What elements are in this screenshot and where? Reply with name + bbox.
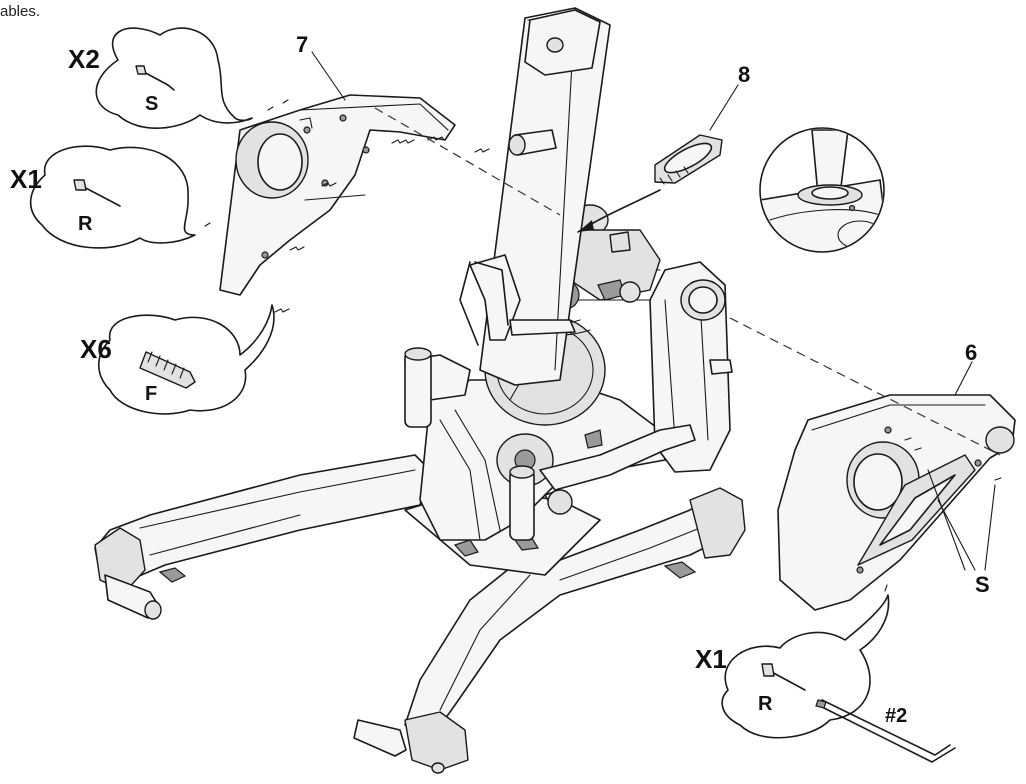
part-6-right-cover <box>777 361 1016 611</box>
qty-label-f: X6 <box>80 334 112 364</box>
part-7-left-cover <box>204 51 490 313</box>
callout-fastener-f <box>97 304 275 415</box>
callout-screw-s <box>95 27 253 129</box>
labels: ables. X2 S X1 R X6 F X1 R 7 8 6 S #2 <box>0 3 990 727</box>
base-frame <box>94 454 746 774</box>
qty-label-r-left: X1 <box>10 164 42 194</box>
part-8-grommet <box>577 84 739 233</box>
part-label-8: 8 <box>738 62 750 87</box>
letter-label-r-right: R <box>758 693 773 715</box>
part-label-6: 6 <box>965 340 977 365</box>
header-fragment: ables. <box>0 3 40 20</box>
letter-label-s: S <box>145 93 158 115</box>
letter-label-r-left: R <box>78 213 93 235</box>
callout-screw-r-left <box>29 145 196 249</box>
part-label-7: 7 <box>296 32 308 57</box>
qty-label-r-right: X1 <box>695 644 727 674</box>
alignment-lines <box>374 107 1001 456</box>
letter-label-f: F <box>145 383 157 405</box>
callout-screw-r-right <box>721 594 956 763</box>
screws-s-label: S <box>975 572 990 597</box>
upright-mast <box>459 7 611 386</box>
tool-label: #2 <box>885 705 907 727</box>
detail-inset <box>759 127 885 253</box>
qty-label-s: X2 <box>68 44 100 74</box>
